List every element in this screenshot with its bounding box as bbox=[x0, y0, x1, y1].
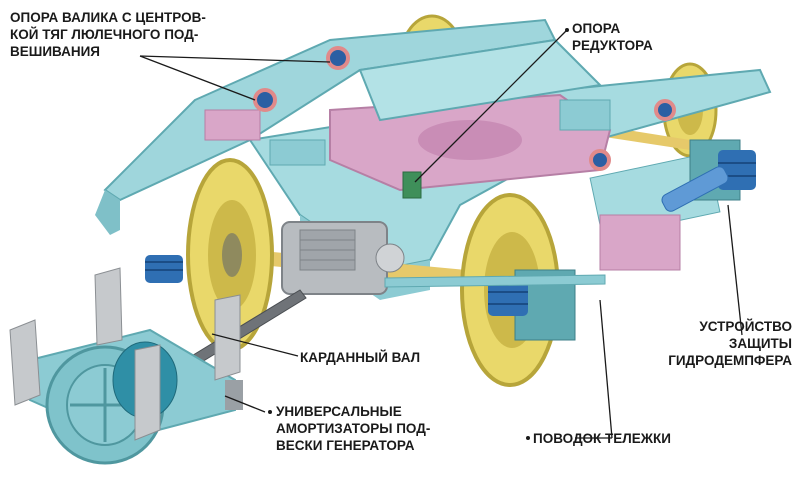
label-universal-dampers-line-3: ВЕСКИ ГЕНЕРАТОРА bbox=[276, 438, 415, 453]
spring-left bbox=[145, 255, 183, 283]
bogie-frame bbox=[95, 18, 772, 300]
label-dots bbox=[268, 28, 569, 440]
label-reducer-support-line-2: РЕДУКТОРА bbox=[572, 38, 653, 53]
bogie-leash-rod bbox=[384, 274, 606, 288]
leader-lines bbox=[139, 29, 743, 439]
label-universal-dampers-line-1: УНИВЕРСАЛЬНЫЕ bbox=[276, 404, 402, 419]
hydraulic-damper bbox=[661, 166, 729, 212]
cradle-box-right bbox=[599, 214, 681, 271]
label-damper-protection-line-2: ЗАЩИТЫ bbox=[728, 336, 792, 351]
roller-support-marker-4 bbox=[589, 149, 611, 171]
front-left-wheel bbox=[186, 158, 274, 352]
label-damper-protection: УСТРОЙСТВО ЗАЩИТЫ ГИДРОДЕМПФЕРА bbox=[668, 318, 792, 369]
label-reducer-support: ОПОРА РЕДУКТОРА bbox=[572, 20, 653, 54]
reducer-gearbox bbox=[281, 221, 405, 295]
label-bogie-leash: ПОВОДОК ТЕЛЕЖКИ bbox=[533, 430, 671, 447]
label-roller-support-line-3: ВЕШИВАНИЯ bbox=[10, 44, 101, 59]
roller-support-marker-3 bbox=[654, 99, 676, 121]
label-damper-protection-line-1: УСТРОЙСТВО bbox=[699, 319, 792, 334]
label-universal-dampers-line-2: АМОРТИЗАТОРЫ ПОД- bbox=[276, 421, 431, 436]
label-cardan-shaft: КАРДАННЫЙ ВАЛ bbox=[300, 349, 420, 366]
label-cardan-shaft-text: КАРДАННЫЙ ВАЛ bbox=[300, 350, 421, 365]
label-universal-dampers: УНИВЕРСАЛЬНЫЕ АМОРТИЗАТОРЫ ПОД- ВЕСКИ ГЕ… bbox=[276, 403, 430, 454]
reducer-support-part bbox=[402, 171, 422, 199]
label-reducer-support-line-1: ОПОРА bbox=[572, 21, 621, 36]
label-roller-support-line-2: КОЙ ТЯГ ЛЮЛЕЧНОГО ПОД- bbox=[10, 27, 199, 42]
roller-support-marker-1 bbox=[326, 46, 350, 70]
label-damper-protection-line-3: ГИДРОДЕМПФЕРА bbox=[668, 353, 792, 368]
label-bogie-leash-text: ПОВОДОК ТЕЛЕЖКИ bbox=[533, 431, 671, 446]
roller-support-marker-2 bbox=[253, 88, 277, 112]
cradle-box-left bbox=[204, 109, 261, 141]
label-roller-support-line-1: ОПОРА ВАЛИКА С ЦЕНТРОВ- bbox=[10, 10, 206, 25]
label-roller-support: ОПОРА ВАЛИКА С ЦЕНТРОВ- КОЙ ТЯГ ЛЮЛЕЧНОГ… bbox=[10, 9, 206, 60]
spring-right-front bbox=[488, 280, 528, 316]
